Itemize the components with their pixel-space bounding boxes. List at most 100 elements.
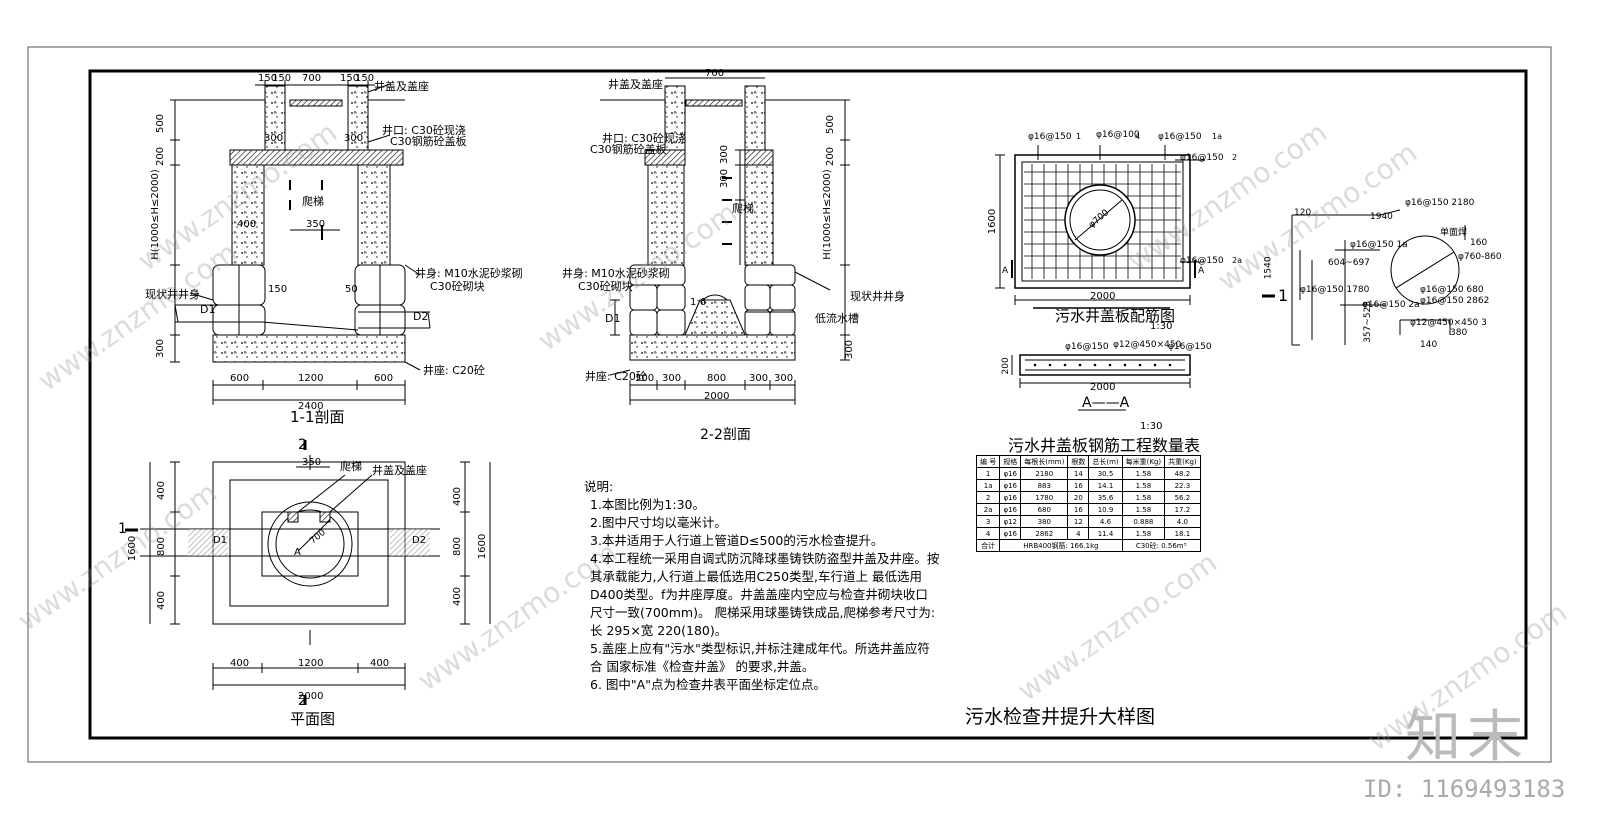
table-cell: 1.58 (1121, 479, 1166, 492)
table-cell: φ16 (999, 527, 1022, 540)
plan-bottom-dim-3: 400 (370, 658, 390, 669)
table-cell: 4.0 (1164, 515, 1201, 528)
table-cell: 16 (1067, 479, 1090, 492)
notes-item: 5.盖座上应有"污水"类型标识,并标注建成年代。所选井盖应符合 国家标准《检查井… (590, 641, 930, 674)
table-header-cell: 根数 (1067, 455, 1090, 468)
label-existing: 现状井井身 (145, 288, 200, 301)
cover-tag-1a: 1a (1212, 132, 1222, 141)
dim-bottom-600-right: 600 (374, 373, 394, 384)
section-1-1-geometry (170, 80, 431, 405)
table-header-cell: 共重(Kg) (1164, 455, 1201, 468)
cover-width-dim: 2000 (1090, 291, 1116, 302)
aa-width-dim: 2000 (1090, 382, 1116, 393)
table-cell: 1.58 (1121, 527, 1166, 540)
table-cell: 16 (1067, 503, 1090, 516)
table-cell: 12 (1067, 515, 1090, 528)
dim-2-2-bot-1: 300 (635, 373, 655, 384)
plan-bottom-total: 2000 (298, 691, 324, 702)
section-2-2-title: 2-2剖面 (700, 427, 751, 443)
table-cell: φ16 (999, 467, 1022, 480)
dim-inner-400: 400 (237, 219, 257, 230)
label-shaft-2: C30砼砌块 (430, 280, 485, 293)
rebar-item-10: 604~697 (1328, 258, 1370, 268)
plan-label-cover: 井盖及盖座 (372, 464, 427, 477)
dim-2-2-bot-4: 300 (749, 373, 769, 384)
table-cell: 380 (1020, 515, 1069, 528)
table-total-cell: C30砼: 0.56m³ (1121, 539, 1201, 552)
table-cell: 4.6 (1088, 515, 1123, 528)
dim-top-2: 150 (272, 73, 292, 84)
label-2-2-shaft-1: 井身: M10水泥砂浆砌 (562, 267, 670, 280)
table-cell: 17.2 (1164, 503, 1201, 516)
rebar-item-7: φ12@450×450 3 (1410, 318, 1487, 328)
table-total-cell: HRB400钢筋: 166.1kg (999, 539, 1123, 552)
rebar-item-5: φ16@150 680 (1420, 285, 1484, 295)
label-2-2-cover: 井盖及盖座 (608, 78, 663, 91)
cover-tag-2a: 2a (1232, 256, 1242, 265)
label-d1: D1 (200, 303, 216, 316)
table-cell: 14 (1067, 467, 1090, 480)
plan-geometry (125, 440, 491, 705)
rebar-item-4: φ16@150 2a (1362, 300, 1420, 310)
cover-plate-scale: 1:30 (1150, 321, 1173, 332)
notes-item: 6. 图中"A"点为检查井表平面坐标定位点。 (590, 677, 826, 692)
dim-2-2-300c: 300 (844, 339, 856, 360)
cover-height-dim: 1600 (987, 208, 999, 235)
quantity-table: 编 号 规格 每根长(mm) 根数 总长(m) 每米重(Kg) 共重(Kg) 1… (975, 455, 1201, 552)
table-header-cell: 每米重(Kg) (1121, 455, 1166, 468)
table-cell: 3 (975, 515, 1001, 528)
table-cell: 20 (1067, 491, 1090, 504)
plan-section-mark-1: 1 (118, 521, 127, 537)
table-cell: 2a (975, 503, 1001, 516)
rebar-item-16: 160 (1470, 238, 1488, 248)
dim-bottom-600-left: 600 (230, 373, 250, 384)
aa-bar-2: φ12@450×450 (1113, 340, 1182, 350)
dim-2-2-bot-5: 300 (774, 373, 794, 384)
aa-bar-3: φ16@150 (1168, 342, 1212, 352)
table-cell: 1 (975, 467, 1001, 480)
plan-left-dim-3: 400 (156, 590, 168, 611)
main-title: 污水检查井提升大样图 (965, 706, 1156, 728)
table-cell: 1.58 (1121, 491, 1166, 504)
table-cell: 1780 (1020, 491, 1069, 504)
aa-bar-1: φ16@150 (1065, 342, 1109, 352)
cover-bar-2a: φ16@150 (1180, 256, 1224, 266)
rebar-item-15: 380 (1450, 328, 1468, 338)
rebar-item-12: 120 (1294, 208, 1312, 218)
dim-inner-150: 150 (268, 284, 288, 295)
plan-d2: D2 (412, 535, 427, 546)
label-2-2-existing: 现状井井身 (850, 290, 905, 303)
label-2-2-slope: 1:6 (690, 297, 707, 308)
rebar-item-0: φ16@150 2180 (1405, 198, 1475, 208)
dim-wall-left: 300 (264, 133, 284, 144)
label-2-2-neck-2: C30钢筋砼盖板 (590, 143, 667, 156)
plan-section-mark-2-top: 2 (298, 437, 307, 453)
table-cell: 35.6 (1088, 491, 1123, 504)
table-cell: 48.2 (1164, 467, 1201, 480)
image-id-label: ID: 1169493183 (1363, 775, 1566, 803)
label-2-2-neck-1: 井口: C30砼现浇 (602, 132, 686, 145)
table-cell: 1a (975, 479, 1001, 492)
dim-inner-50: 50 (345, 284, 358, 295)
table-cell: φ16 (999, 503, 1022, 516)
cover-tag-2: 2 (1232, 153, 1238, 162)
table-cell: 2 (975, 491, 1001, 504)
rebar-item-11: 357~523 (1363, 300, 1374, 343)
aa-scale: 1:30 (1140, 421, 1163, 432)
notes-heading: 说明: (584, 479, 614, 494)
rebar-item-14: 140 (1420, 340, 1438, 350)
cover-bar-4: φ16@100 (1096, 130, 1140, 140)
table-header-cell: 编 号 (975, 455, 1001, 468)
dim-2-2-200: 200 (825, 146, 837, 167)
rebar-item-9: 单面焊 (1440, 228, 1468, 238)
label-d2: D2 (413, 310, 429, 323)
table-header-cell: 规格 (999, 455, 1022, 468)
label-ladder: 爬梯 (302, 195, 324, 208)
table-total-cell: 合计 (975, 539, 1001, 552)
table-cell: 11.4 (1088, 527, 1123, 540)
table-cell: 2180 (1020, 467, 1069, 480)
